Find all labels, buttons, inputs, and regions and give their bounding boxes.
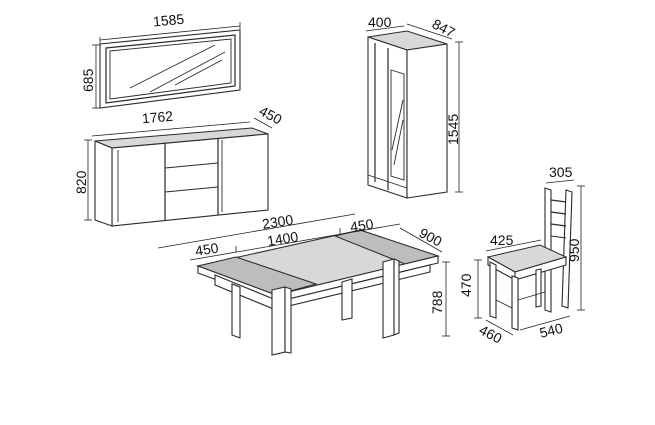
table-leaf-left-label: 450 — [194, 239, 220, 258]
table-height-label: 788 — [429, 290, 445, 314]
sideboard-drawing — [94, 127, 269, 227]
table-depth-dimension — [399, 227, 443, 253]
table-extended-length-label: 2300 — [261, 211, 294, 232]
sideboard-width-label: 1762 — [141, 108, 174, 127]
mirror-height-dimension — [92, 44, 100, 109]
cabinet-width-label: 400 — [368, 14, 392, 30]
mirror-width-dimension — [99, 22, 241, 44]
chair-seat-height-dimension — [474, 259, 482, 319]
table-base-length-label: 1400 — [266, 228, 299, 249]
table-leaf-right-label: 450 — [349, 215, 375, 234]
chair-seat-width-label: 425 — [490, 232, 514, 248]
cabinet-height-dimension — [455, 41, 463, 193]
mirror-width-label: 1585 — [152, 11, 185, 30]
table-length-dimension — [157, 213, 401, 261]
chair-seat-depth-right-dimension — [519, 315, 571, 331]
chair-seat-depth-left-label: 460 — [477, 322, 505, 347]
sideboard-height-label: 820 — [73, 170, 89, 194]
cabinet-depth-label: 847 — [430, 16, 458, 41]
chair-total-height-dimension — [577, 185, 585, 311]
table-height-dimension — [442, 261, 450, 337]
chair-drawing — [486, 187, 573, 331]
chair-seat-depth-right-label: 540 — [538, 320, 565, 341]
mirror-height-label: 685 — [80, 68, 96, 92]
table-depth-label: 900 — [417, 225, 445, 250]
cabinet-height-label: 1545 — [445, 114, 461, 145]
cabinet-depth-dimension — [406, 23, 453, 40]
chair-seat-height-label: 470 — [458, 273, 474, 297]
sideboard-height-dimension — [84, 139, 92, 221]
sideboard-depth-dimension — [253, 117, 273, 129]
mirror-drawing — [99, 29, 241, 109]
chair-seat-depth-left-dimension — [485, 319, 514, 336]
sideboard-depth-label: 450 — [257, 103, 285, 128]
chair-seat-width-dimension — [485, 239, 542, 252]
table-drawing — [196, 229, 440, 356]
cabinet-width-dimension — [365, 25, 405, 32]
chair-back-width-dimension — [545, 179, 575, 184]
cabinet-drawing — [367, 30, 448, 199]
sideboard-width-dimension — [91, 121, 251, 137]
chair-back-width-label: 305 — [549, 164, 573, 180]
chair-total-height-label: 950 — [566, 238, 582, 262]
